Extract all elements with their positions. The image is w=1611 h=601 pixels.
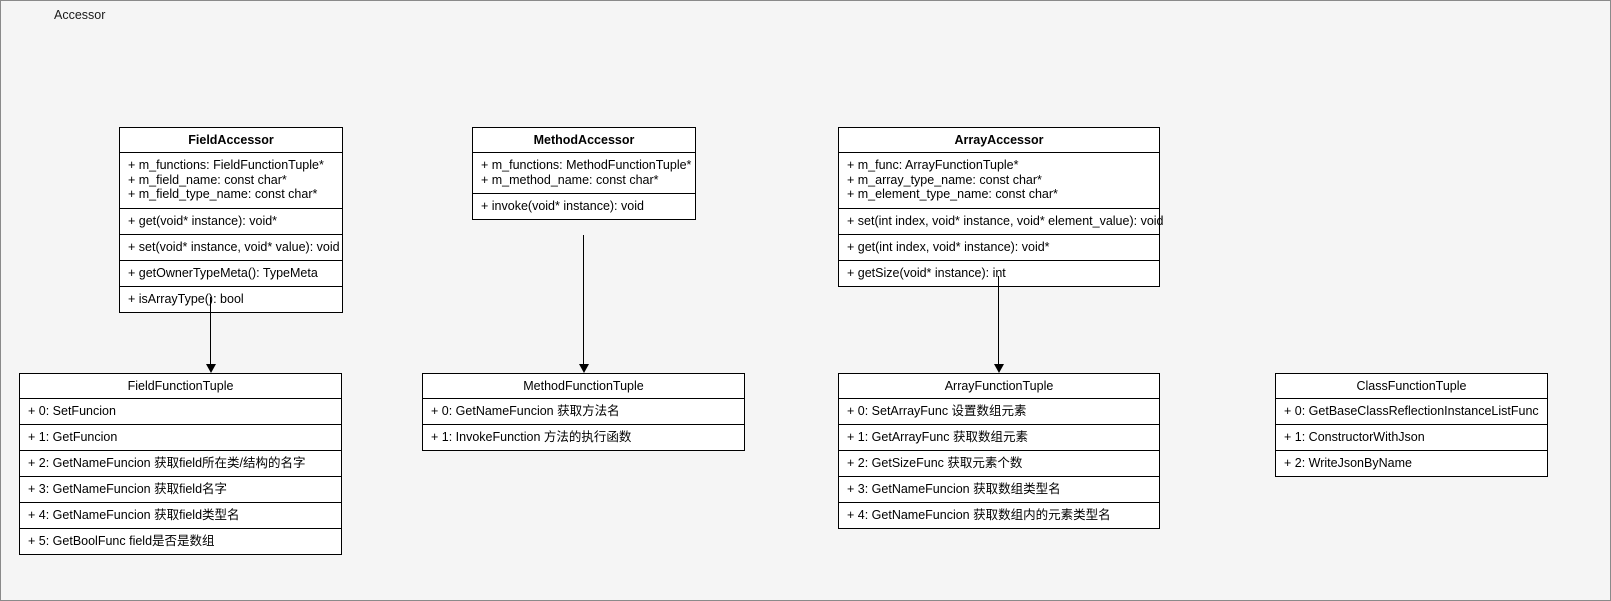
entries-class-function-tuple: + 0: GetBaseClassReflectionInstanceListF…	[1276, 399, 1547, 476]
class-name-field-function-tuple: FieldFunctionTuple	[20, 374, 341, 399]
tuple-entry-row: + 1: ConstructorWithJson	[1276, 424, 1547, 450]
tuple-entry-row: + 2: GetNameFuncion 获取field所在类/结构的名字	[20, 450, 341, 476]
tuple-entry-row: + 5: GetBoolFunc field是否是数组	[20, 528, 341, 554]
attribute-row: + m_array_type_name: const char*	[847, 172, 1042, 187]
attribute-row: + m_field_type_name: const char*	[128, 187, 318, 201]
methods-field-accessor: + get(void* instance): void* + set(void*…	[120, 207, 342, 312]
tuple-entry-row: + 1: GetArrayFunc 获取数组元素	[839, 424, 1159, 450]
tuple-entry-row: + 0: GetBaseClassReflectionInstanceListF…	[1284, 404, 1539, 418]
class-name-array-function-tuple: ArrayFunctionTuple	[839, 374, 1159, 399]
class-name-field-accessor: FieldAccessor	[120, 128, 342, 153]
tuple-entry-row: + 0: SetFuncion	[28, 404, 116, 418]
method-row: + getSize(void* instance): int	[839, 259, 1159, 286]
class-box-method-accessor[interactable]: MethodAccessor + m_functions: MethodFunc…	[472, 127, 696, 220]
attributes-field-accessor: + m_functions: FieldFunctionTuple* + m_f…	[120, 153, 342, 208]
attribute-row: + m_functions: MethodFunctionTuple*	[481, 158, 692, 172]
class-name-class-function-tuple: ClassFunctionTuple	[1276, 374, 1547, 399]
attribute-row: + m_element_type_name: const char*	[847, 187, 1058, 201]
attribute-row: + m_field_name: const char*	[128, 172, 287, 187]
method-row: + set(int index, void* instance, void* e…	[847, 213, 1164, 228]
attribute-row: + m_func: ArrayFunctionTuple*	[847, 158, 1019, 172]
tuple-entry-row: + 4: GetNameFuncion 获取数组内的元素类型名	[839, 502, 1159, 528]
class-name-array-accessor: ArrayAccessor	[839, 128, 1159, 153]
method-row: + invoke(void* instance): void	[481, 199, 644, 213]
class-box-array-function-tuple[interactable]: ArrayFunctionTuple + 0: SetArrayFunc 设置数…	[838, 373, 1160, 529]
attribute-row: + m_functions: FieldFunctionTuple*	[128, 158, 324, 172]
tuple-entry-row: + 0: GetNameFuncion 获取方法名	[431, 404, 620, 418]
method-row: + getOwnerTypeMeta(): TypeMeta	[120, 259, 342, 286]
tuple-entry-row: + 2: GetSizeFunc 获取元素个数	[839, 450, 1159, 476]
class-box-class-function-tuple[interactable]: ClassFunctionTuple + 0: GetBaseClassRefl…	[1275, 373, 1548, 477]
attribute-row: + m_method_name: const char*	[481, 172, 659, 187]
class-name-method-accessor: MethodAccessor	[473, 128, 695, 153]
tuple-entry-row: + 1: GetFuncion	[20, 424, 341, 450]
entries-array-function-tuple: + 0: SetArrayFunc 设置数组元素 + 1: GetArrayFu…	[839, 399, 1159, 528]
tuple-entry-row: + 4: GetNameFuncion 获取field类型名	[20, 502, 341, 528]
class-box-field-function-tuple[interactable]: FieldFunctionTuple + 0: SetFuncion + 1: …	[19, 373, 342, 555]
diagram-title: Accessor	[54, 8, 106, 22]
class-box-method-function-tuple[interactable]: MethodFunctionTuple + 0: GetNameFuncion …	[422, 373, 745, 451]
attributes-array-accessor: + m_func: ArrayFunctionTuple* + m_array_…	[839, 153, 1159, 208]
methods-array-accessor: + set(int index, void* instance, void* e…	[839, 207, 1164, 286]
class-name-method-function-tuple: MethodFunctionTuple	[423, 374, 744, 399]
class-box-field-accessor[interactable]: FieldAccessor + m_functions: FieldFuncti…	[119, 127, 343, 313]
entries-field-function-tuple: + 0: SetFuncion + 1: GetFuncion + 2: Get…	[20, 399, 341, 554]
tuple-entry-row: + 3: GetNameFuncion 获取数组类型名	[839, 476, 1159, 502]
class-box-array-accessor[interactable]: ArrayAccessor + m_func: ArrayFunctionTup…	[838, 127, 1164, 287]
entries-method-function-tuple: + 0: GetNameFuncion 获取方法名 + 1: InvokeFun…	[423, 399, 744, 450]
method-row: + set(void* instance, void* value): void	[120, 233, 342, 260]
tuple-entry-row: + 3: GetNameFuncion 获取field名字	[20, 476, 341, 502]
method-row: + get(int index, void* instance): void*	[839, 233, 1159, 260]
methods-method-accessor: + invoke(void* instance): void	[473, 193, 695, 219]
tuple-entry-row: + 1: InvokeFunction 方法的执行函数	[423, 424, 744, 450]
tuple-entry-row: + 2: WriteJsonByName	[1276, 450, 1547, 476]
method-row: + get(void* instance): void*	[128, 213, 278, 228]
method-row: + isArrayType(): bool	[120, 285, 342, 312]
tuple-entry-row: + 0: SetArrayFunc 设置数组元素	[847, 404, 1027, 418]
attributes-method-accessor: + m_functions: MethodFunctionTuple* + m_…	[473, 153, 695, 193]
